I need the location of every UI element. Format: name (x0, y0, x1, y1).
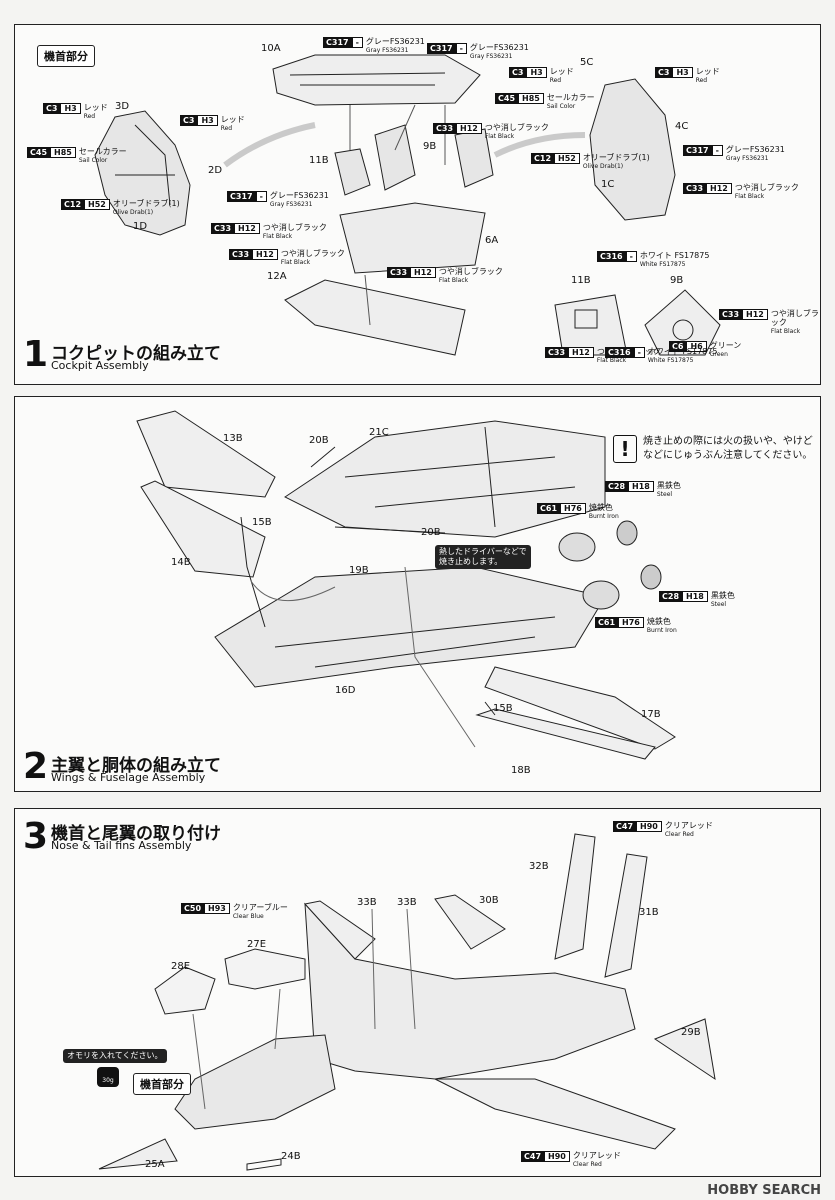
step-number: 1 (23, 334, 49, 375)
part-9B: 9B (423, 141, 437, 152)
cockpit-illustration (94, 54, 721, 356)
part-32B: 32B (529, 861, 549, 872)
part-11B-detail: 11B (571, 275, 591, 286)
part-14B: 14B (171, 557, 191, 568)
part-3D: 3D (115, 101, 130, 112)
part-5C: 5C (580, 57, 594, 68)
watermark: HOBBY SEARCH (707, 1183, 821, 1198)
part-27E: 27E (247, 939, 267, 950)
part-15B-left: 15B (252, 517, 272, 528)
part-15B-right: 15B (493, 703, 513, 714)
part-28E: 28E (171, 961, 191, 972)
part-24B: 24B (281, 1151, 301, 1162)
warning-text: 焼き止めの際には火の扱いや、やけどなどにじゅうぶん注意してください。 (643, 436, 813, 461)
step-number: 3 (23, 816, 49, 857)
warning-icon: ! (613, 435, 637, 463)
weight-icon: 30g (97, 1067, 119, 1087)
part-29B: 29B (681, 1027, 701, 1038)
part-33B-a: 33B (357, 897, 377, 908)
step-title-en: Nose & Tail fins Assembly (51, 839, 192, 852)
part-1C: 1C (601, 179, 615, 190)
step-title-jp: コクピットの組み立て (51, 344, 221, 364)
part-12A: 12A (267, 271, 287, 282)
part-31B: 31B (639, 907, 659, 918)
step-number: 2 (23, 746, 49, 787)
part-10A: 10A (261, 43, 281, 54)
part-1D: 1D (133, 221, 148, 232)
step-title-jp: 機首と尾翼の取り付け (51, 824, 221, 844)
part-16D: 16D (335, 685, 356, 696)
part-20B-top: 20B (309, 435, 329, 446)
part-2D: 2D (208, 165, 223, 176)
part-6A: 6A (485, 235, 499, 246)
step1-panel: 機首部分 10A 3D 2D 1D 11B 9B 6A 12A 5C 4C 1C… (14, 24, 821, 385)
part-21C: 21C (369, 427, 389, 438)
weight-note: オモリを入れてください。 (63, 1049, 167, 1063)
nose-tail-illustration (98, 833, 716, 1171)
part-4C: 4C (675, 121, 689, 132)
step3-panel: 32B 33B 33B 30B 31B 27E 28E 29B 24B 25A … (14, 808, 821, 1177)
step-title-en: Wings & Fuselage Assembly (51, 771, 206, 784)
heat-note: 熱したドライバーなどで焼き止めします。 (435, 545, 531, 569)
wings-fuselage-illustration (136, 410, 676, 760)
section-label-nose: 機首部分 (37, 45, 95, 67)
section-label-nose: 機首部分 (133, 1073, 191, 1095)
part-20B-mid: 20B (421, 527, 441, 538)
part-11B: 11B (309, 155, 329, 166)
step2-panel: 13B 20B 21C 15B 20B 14B 19B 16D 15B 17B … (14, 396, 821, 792)
part-9B-detail: 9B (670, 275, 684, 286)
part-33B-b: 33B (397, 897, 417, 908)
step-title-en: Cockpit Assembly (51, 359, 149, 372)
step-title-jp: 主翼と胴体の組み立て (51, 756, 221, 776)
part-19B: 19B (349, 565, 369, 576)
part-30B: 30B (479, 895, 499, 906)
part-13B: 13B (223, 433, 243, 444)
part-17B: 17B (641, 709, 661, 720)
part-18B: 18B (511, 765, 531, 776)
part-25A: 25A (145, 1159, 165, 1170)
